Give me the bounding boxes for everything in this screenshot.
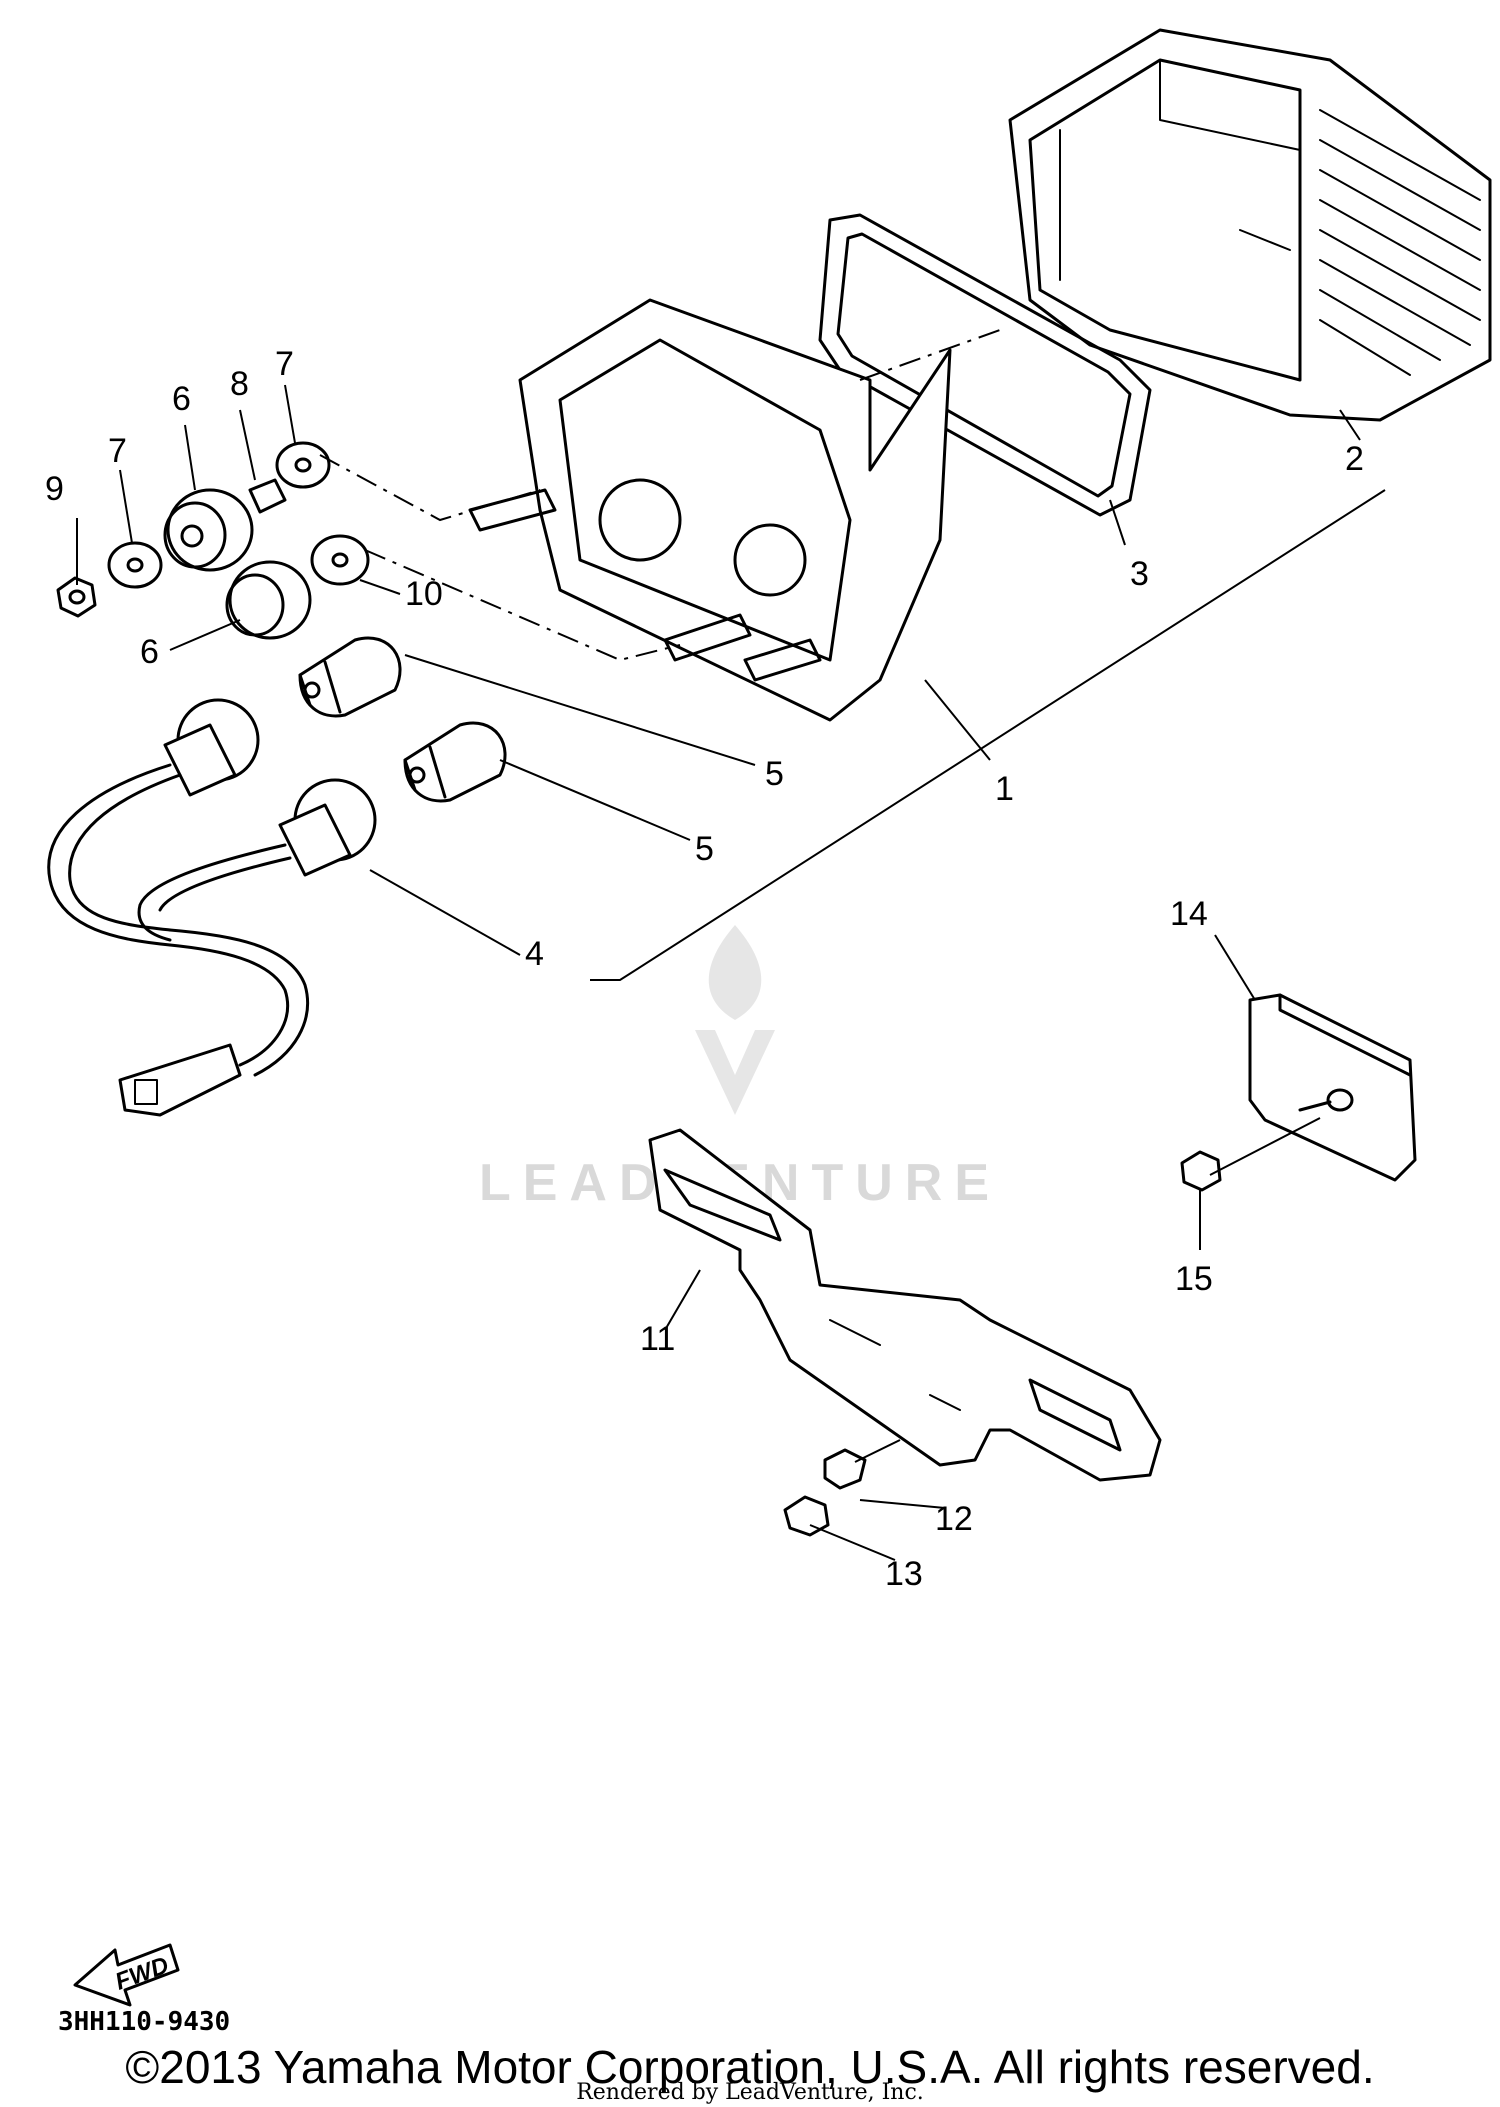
part-1-housing xyxy=(468,298,952,722)
part-13-nut xyxy=(783,1495,830,1537)
rendered-by-note: Rendered by LeadVenture, Inc. xyxy=(576,2080,924,2105)
leader-lines xyxy=(76,384,1386,1561)
callout-11: 11 xyxy=(640,1320,675,1358)
callout-12: 12 xyxy=(935,1500,973,1538)
callout-15: 15 xyxy=(1175,1260,1213,1298)
part-7-washer-right xyxy=(275,441,331,489)
callout-5-lower: 5 xyxy=(695,830,714,868)
callout-numbers: 9 7 6 8 7 10 6 5 5 4 1 3 2 14 15 11 12 1… xyxy=(45,345,1364,1593)
copyright-notice: ©2013 Yamaha Motor Corporation, U.S.A. A… xyxy=(125,2041,1375,2093)
part-4-wiring-harness xyxy=(47,698,377,1117)
callout-3: 3 xyxy=(1130,555,1149,593)
part-5-bulb-upper xyxy=(298,636,402,718)
callout-10: 10 xyxy=(405,575,443,613)
callout-6-lower: 6 xyxy=(140,633,159,671)
callout-5-upper: 5 xyxy=(765,755,784,793)
callout-13: 13 xyxy=(885,1555,923,1593)
part-11-bracket xyxy=(648,1128,1162,1482)
part-3-gasket xyxy=(818,213,1152,517)
part-9-nut xyxy=(56,576,97,618)
part-5-bulb-lower xyxy=(403,721,507,803)
fwd-arrow-icon: FWD xyxy=(73,1943,180,2007)
callout-9: 9 xyxy=(45,470,64,508)
part-2-lens xyxy=(1008,28,1492,422)
callout-7-left: 7 xyxy=(108,432,127,470)
part-6-grommet-lower xyxy=(225,560,312,640)
part-6-grommet-upper xyxy=(163,488,254,572)
part-12-screw xyxy=(823,1448,867,1490)
part-8-collar xyxy=(248,478,287,514)
part-10-washer xyxy=(310,534,370,586)
assembly-lines xyxy=(319,329,1001,662)
part-14-reflector xyxy=(1248,993,1417,1182)
callout-8: 8 xyxy=(230,365,249,403)
part-7-washer-left xyxy=(107,541,163,589)
callout-2: 2 xyxy=(1345,440,1364,478)
callout-6-upper: 6 xyxy=(172,380,191,418)
callout-7-right: 7 xyxy=(275,345,294,383)
leadventure-watermark: LEADVENTURE xyxy=(479,925,989,1212)
part-15-nut xyxy=(1180,1150,1222,1192)
diagram-code: 3HH110-9430 xyxy=(58,2007,230,2037)
callout-4: 4 xyxy=(525,935,544,973)
callout-1: 1 xyxy=(995,770,1014,808)
callout-14: 14 xyxy=(1170,895,1208,933)
